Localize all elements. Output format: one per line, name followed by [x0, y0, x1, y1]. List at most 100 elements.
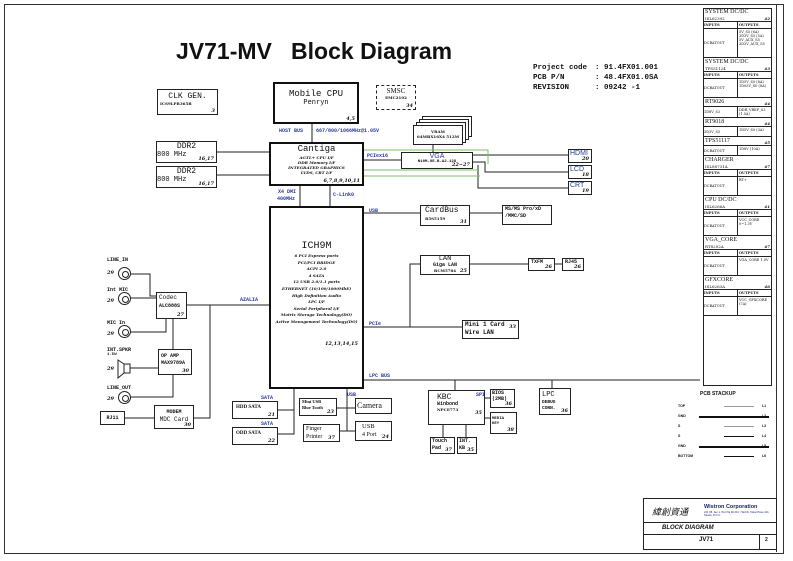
ich9m-line-1: 6 PCI Express ports	[294, 253, 339, 258]
wire-sata-odd	[278, 388, 295, 435]
mini-usb-bt-page: 23	[327, 409, 334, 415]
lan-block[interactable]: LAN Giga LAN BCM5784 25	[420, 255, 470, 275]
txfm-block[interactable]: TXFM 26	[528, 258, 555, 271]
modem-block[interactable]: MODEM MDC Card 30	[154, 405, 194, 429]
ich9m-line-6: ETHERNET (10/100/1000MbE)	[281, 285, 352, 291]
sata-label-2: SATA	[261, 421, 274, 427]
finger-page: 37	[328, 435, 335, 441]
ddr2-a-page: 16,17	[198, 156, 214, 162]
c-link-label: C-Link0	[333, 192, 355, 198]
output-value: VCC_CORE 0~1.3V	[737, 217, 772, 235]
finger-printer-block[interactable]: Finger Printer 37	[303, 424, 340, 442]
media-key-block[interactable]: MEDIA KEY 38	[490, 412, 517, 434]
odd-sata-page: 22	[268, 438, 275, 444]
revision-label: REVISION	[533, 84, 570, 92]
ich9m-line-7: High Definition Audio	[291, 292, 342, 298]
outputs-header: OUTPUTS	[737, 210, 772, 216]
jack-page-int-spkr: 29	[107, 366, 114, 372]
layer-id: L1	[762, 404, 767, 408]
power-section-title: SYSTEM DC/DC	[705, 9, 749, 15]
lcd-block[interactable]: LCD 18	[568, 165, 592, 179]
ich9m-block[interactable]: ICH9M 6 PCI Express ports PCI/PCI BRIDGE…	[269, 206, 364, 389]
project-code: : 91.4FX01.001	[595, 64, 659, 72]
camera-block[interactable]: Camera	[355, 398, 392, 414]
usb-port-block[interactable]: USB 4 Port 24	[355, 421, 392, 441]
ddr2-block-a[interactable]: DDR2 800 MHz 16,17	[156, 141, 217, 163]
outputs-header: OUTPUTS	[737, 250, 772, 256]
smsc-block[interactable]: SMSC EMC2102 34	[376, 85, 416, 110]
op-amp-part: MAX9789A	[161, 360, 186, 366]
power-section-title: RT9026	[705, 99, 725, 105]
lcd-title: LCD	[570, 166, 585, 173]
inputs-header: INPUTS	[704, 23, 720, 27]
rj45-title: RJ45	[565, 259, 578, 265]
kbc-part: NPCE773	[437, 407, 459, 412]
lcd-page: 18	[582, 172, 589, 178]
lpc-debug-block[interactable]: LPC DEBUG CONN. 36	[539, 388, 571, 415]
mini-usb-bt-block[interactable]: Mini USB Blue Tooth 23	[299, 398, 337, 416]
mini-card-block[interactable]: Mini 1 Card Wire LAN 33	[462, 320, 519, 339]
usb-label: USB	[369, 208, 379, 214]
crt-block[interactable]: CRT 19	[568, 181, 592, 195]
rj45-block[interactable]: RJ45 26	[562, 258, 584, 271]
inputs-header: INPUTS	[704, 171, 720, 175]
vga-block[interactable]: VGA N10M-GE-B-A2-128 22~27	[401, 152, 473, 169]
hdd-sata-block[interactable]: HDD SATA 21	[232, 401, 278, 419]
codec-block[interactable]: Codec ALC888S 27	[156, 292, 187, 319]
input-value: DCBATOUT	[704, 224, 725, 228]
cardbus-title: CardBus	[425, 206, 459, 215]
hdmi-block[interactable]: HDMI 20	[568, 149, 592, 163]
camera-title: Camera	[357, 401, 382, 410]
ddr2-b-page: 16,17	[198, 181, 214, 187]
input-value: 1D8V_S3	[704, 110, 721, 114]
hdd-sata-title: HDD SATA	[236, 405, 261, 410]
clk-gen-block[interactable]: CLK GEN. ICS9LPR365B 3	[157, 89, 218, 115]
power-section-title: VGA_CORE	[705, 237, 738, 243]
op-amp-title: OP AMP	[161, 353, 180, 359]
lan-part: BCM5784	[433, 268, 457, 273]
card-reader-line-1: MS/MS Pro/xD	[505, 206, 542, 212]
layer-name: S	[678, 424, 681, 428]
kbc-block[interactable]: KBC Winbond NPCE773 35	[428, 390, 485, 425]
layer-line	[724, 406, 754, 407]
title-block-divider-2	[644, 534, 776, 535]
int-kb-block[interactable]: INT. KB 35	[457, 437, 477, 454]
kbc-sub: Winbond	[437, 401, 459, 407]
cardbus-block[interactable]: CardBus R5S5159 31	[420, 205, 470, 226]
cantiga-line-2: DDR Memory I/F	[297, 160, 336, 165]
cantiga-block[interactable]: Cantiga AGTL+ CPU I/F DDR Memory I/F INT…	[269, 142, 364, 186]
rj11-block[interactable]: RJ11	[100, 411, 125, 425]
input-value: DCBATOUT	[704, 41, 725, 45]
jack-page-mic-in: 29	[107, 331, 114, 337]
spi-label: SPI	[476, 392, 486, 398]
card-reader-block[interactable]: MS/MS Pro/xD /MMC/SD	[502, 205, 552, 225]
ich9m-page: 12,13,14,15	[324, 341, 358, 347]
wire-green-1	[363, 149, 489, 164]
company-name: Wistron Corporation	[704, 504, 758, 510]
bios-block[interactable]: BIOS (2MB) 36	[490, 389, 515, 408]
odd-sata-block[interactable]: ODD SATA 22	[232, 427, 278, 445]
op-amp-block[interactable]: OP AMP MAX9789A 30	[158, 349, 192, 375]
bios-line-1: BIOS	[492, 390, 505, 396]
mini-card-page: 33	[509, 324, 516, 330]
vga-page: 22~27	[451, 162, 470, 168]
mini-usb-bt-line-1: Mini USB	[302, 399, 322, 404]
vram-block[interactable]: VRAM 64MBX16X4 512M	[413, 125, 463, 145]
finger-line-2: Printer	[306, 434, 323, 440]
title-block-divider-3	[759, 534, 760, 549]
power-section-part: TPS51124	[705, 66, 726, 71]
cpu-block[interactable]: Mobile CPU Penryn 4,5	[273, 82, 359, 124]
line-out-jack-icon	[118, 391, 131, 404]
ddr2-block-b[interactable]: DDR2 800 MHz 16,17	[156, 166, 217, 188]
touch-pad-block[interactable]: Touch Pad 37	[430, 437, 455, 454]
